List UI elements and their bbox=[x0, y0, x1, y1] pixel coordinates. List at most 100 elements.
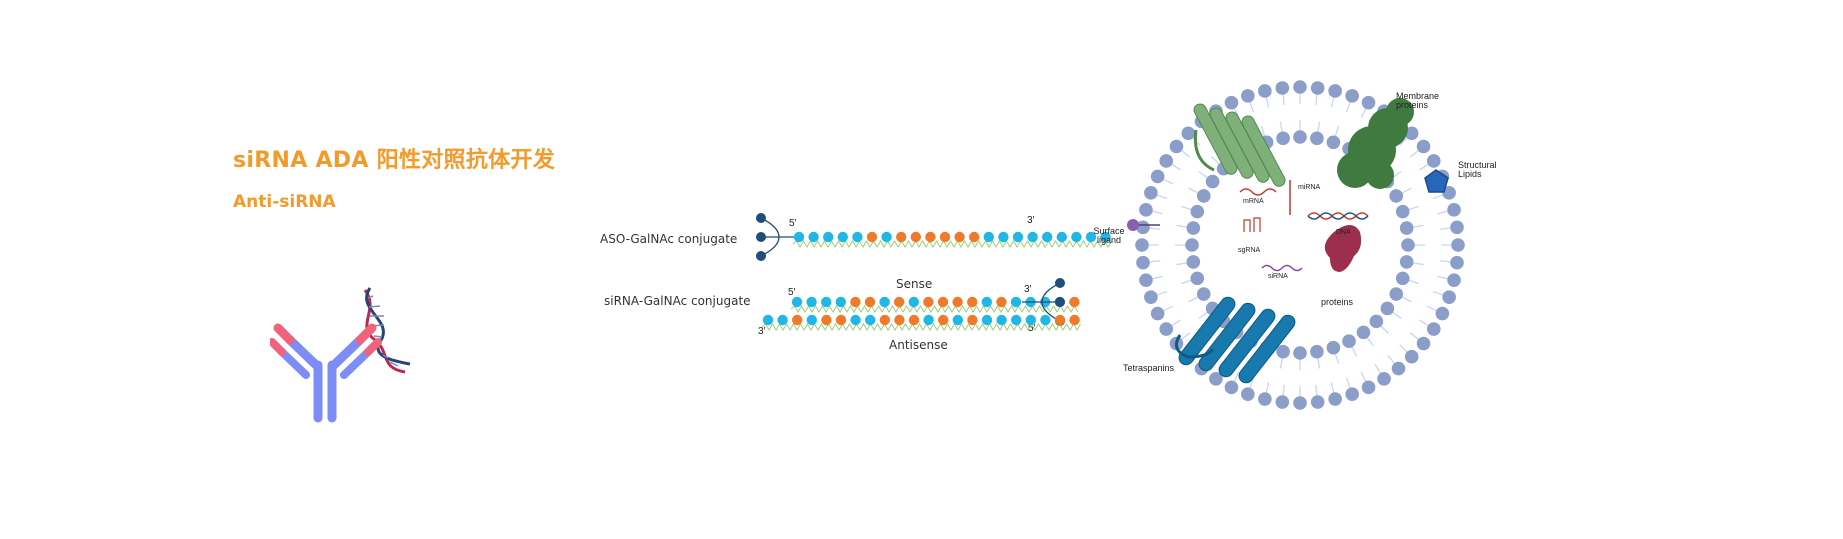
lipid-head bbox=[1326, 340, 1341, 355]
mirna-label: miRNA bbox=[1298, 184, 1321, 191]
helix-segment bbox=[1198, 302, 1256, 372]
nucleotide-dot bbox=[938, 314, 949, 326]
lipid-head bbox=[1209, 371, 1223, 386]
nucleotide-dot bbox=[996, 314, 1007, 326]
sgrna-label: sgRNA bbox=[1238, 247, 1261, 254]
dna-strand-2 bbox=[1307, 212, 1369, 220]
lipid-head bbox=[1241, 89, 1255, 103]
backbone-line bbox=[792, 240, 1112, 248]
lipid-head bbox=[1389, 189, 1404, 203]
structural-lipids-label: Structural Lipids bbox=[1458, 160, 1497, 180]
antisense-5prime-label: 5′ bbox=[1028, 323, 1036, 334]
surface-ligand-label: Surface ligand bbox=[1093, 226, 1125, 246]
protein-blob bbox=[1366, 161, 1394, 189]
surface-ligand-icon bbox=[1127, 219, 1160, 231]
nucleotide-dot bbox=[793, 231, 805, 243]
sirna-conjugate-label: siRNA-GalNAc conjugate bbox=[604, 294, 751, 308]
loop bbox=[1193, 129, 1215, 172]
lipid-head bbox=[1399, 255, 1414, 269]
lipid-head bbox=[1395, 204, 1410, 219]
lipid-head bbox=[1136, 255, 1150, 270]
nucleotide-dot bbox=[923, 296, 934, 308]
galnac-sugar bbox=[1055, 278, 1065, 288]
nucleotide-dot bbox=[967, 296, 978, 308]
lipid-head bbox=[1391, 361, 1406, 376]
lipid-head bbox=[1380, 301, 1395, 316]
nucleotide-dot bbox=[954, 231, 965, 243]
dna-label: DNA bbox=[1336, 229, 1351, 236]
nucleotide-dot bbox=[1011, 314, 1022, 326]
lipid-head bbox=[1275, 81, 1290, 95]
aso-3prime-label: 3′ bbox=[1027, 215, 1035, 226]
lipid-head bbox=[1416, 336, 1431, 351]
nucleotide-dot bbox=[835, 296, 846, 308]
lipid-head bbox=[1328, 84, 1342, 98]
nucleotide-dot bbox=[879, 314, 890, 326]
nucleotide-dot bbox=[865, 314, 876, 326]
nucleotide-dot bbox=[925, 231, 936, 243]
nucleotide-dot bbox=[983, 231, 994, 243]
lipid-head bbox=[1450, 255, 1464, 270]
nucleotide-dot bbox=[1040, 314, 1051, 326]
nucleotide-dot bbox=[1069, 296, 1080, 308]
lipid-head bbox=[1159, 154, 1174, 168]
lipid-head bbox=[1136, 220, 1150, 235]
lipid-head bbox=[1310, 395, 1325, 409]
nucleotide-dot bbox=[981, 296, 992, 308]
lipid-head bbox=[1447, 203, 1461, 217]
lipid-head bbox=[1139, 273, 1153, 287]
protein-blob bbox=[1386, 98, 1414, 126]
nucleotide-dot bbox=[808, 231, 819, 243]
nucleotide-dot bbox=[864, 296, 876, 308]
nucleotide-dot bbox=[806, 314, 817, 326]
lipid-head bbox=[1447, 273, 1461, 287]
helix-segment bbox=[1238, 314, 1296, 384]
lipid-head bbox=[1377, 371, 1391, 386]
lipid-head bbox=[1224, 380, 1239, 395]
nucleotide-dot bbox=[1054, 314, 1066, 326]
lipid-head bbox=[1276, 131, 1290, 146]
sirna-icon bbox=[1261, 264, 1303, 272]
nucleotide-dot bbox=[835, 314, 847, 326]
lipid-head bbox=[1293, 396, 1307, 410]
ligand-head bbox=[1127, 219, 1139, 231]
antisense-strand bbox=[761, 314, 1081, 331]
antisense-label: Antisense bbox=[889, 338, 948, 352]
lipid-head bbox=[1310, 81, 1325, 95]
nucleotide-dot bbox=[837, 231, 848, 243]
lipid-head bbox=[1241, 387, 1255, 401]
nucleotide-dot bbox=[1027, 231, 1038, 243]
lipid-head bbox=[1186, 255, 1201, 269]
nucleotide-dot bbox=[850, 314, 861, 326]
lipid-head bbox=[1205, 174, 1220, 189]
lipid-head bbox=[1196, 287, 1211, 301]
nucleotide-dot bbox=[1010, 296, 1022, 308]
nucleotide-dot bbox=[1056, 231, 1068, 243]
nucleotide-dot bbox=[894, 314, 905, 326]
lipid-head bbox=[1451, 238, 1465, 252]
nucleotide-dot bbox=[852, 231, 863, 243]
lipid-head bbox=[1159, 322, 1174, 336]
nucleotide-dot bbox=[821, 296, 832, 308]
nucleotide-dot bbox=[792, 314, 803, 326]
nucleotide-dot bbox=[910, 231, 921, 243]
dna-icon bbox=[1307, 212, 1369, 220]
nucleotide-dot bbox=[981, 314, 993, 326]
membrane-protein-icon bbox=[1193, 103, 1286, 187]
galnac-sugar bbox=[756, 251, 766, 261]
lipid-head bbox=[1345, 89, 1359, 103]
lipid-head bbox=[1310, 131, 1324, 146]
nucleotide-dot bbox=[762, 314, 774, 326]
nucleotide-dot bbox=[881, 231, 892, 243]
sense-label: Sense bbox=[896, 277, 933, 291]
lipid-head bbox=[1404, 349, 1419, 364]
nucleotide-dot bbox=[939, 231, 951, 243]
lipid-head bbox=[1224, 95, 1239, 110]
nucleotide-dot bbox=[937, 296, 949, 308]
nucleotide-dot bbox=[908, 296, 919, 308]
lipid-head bbox=[1435, 306, 1450, 321]
nucleotide-dot bbox=[952, 314, 963, 326]
lipid-head bbox=[1258, 84, 1272, 98]
